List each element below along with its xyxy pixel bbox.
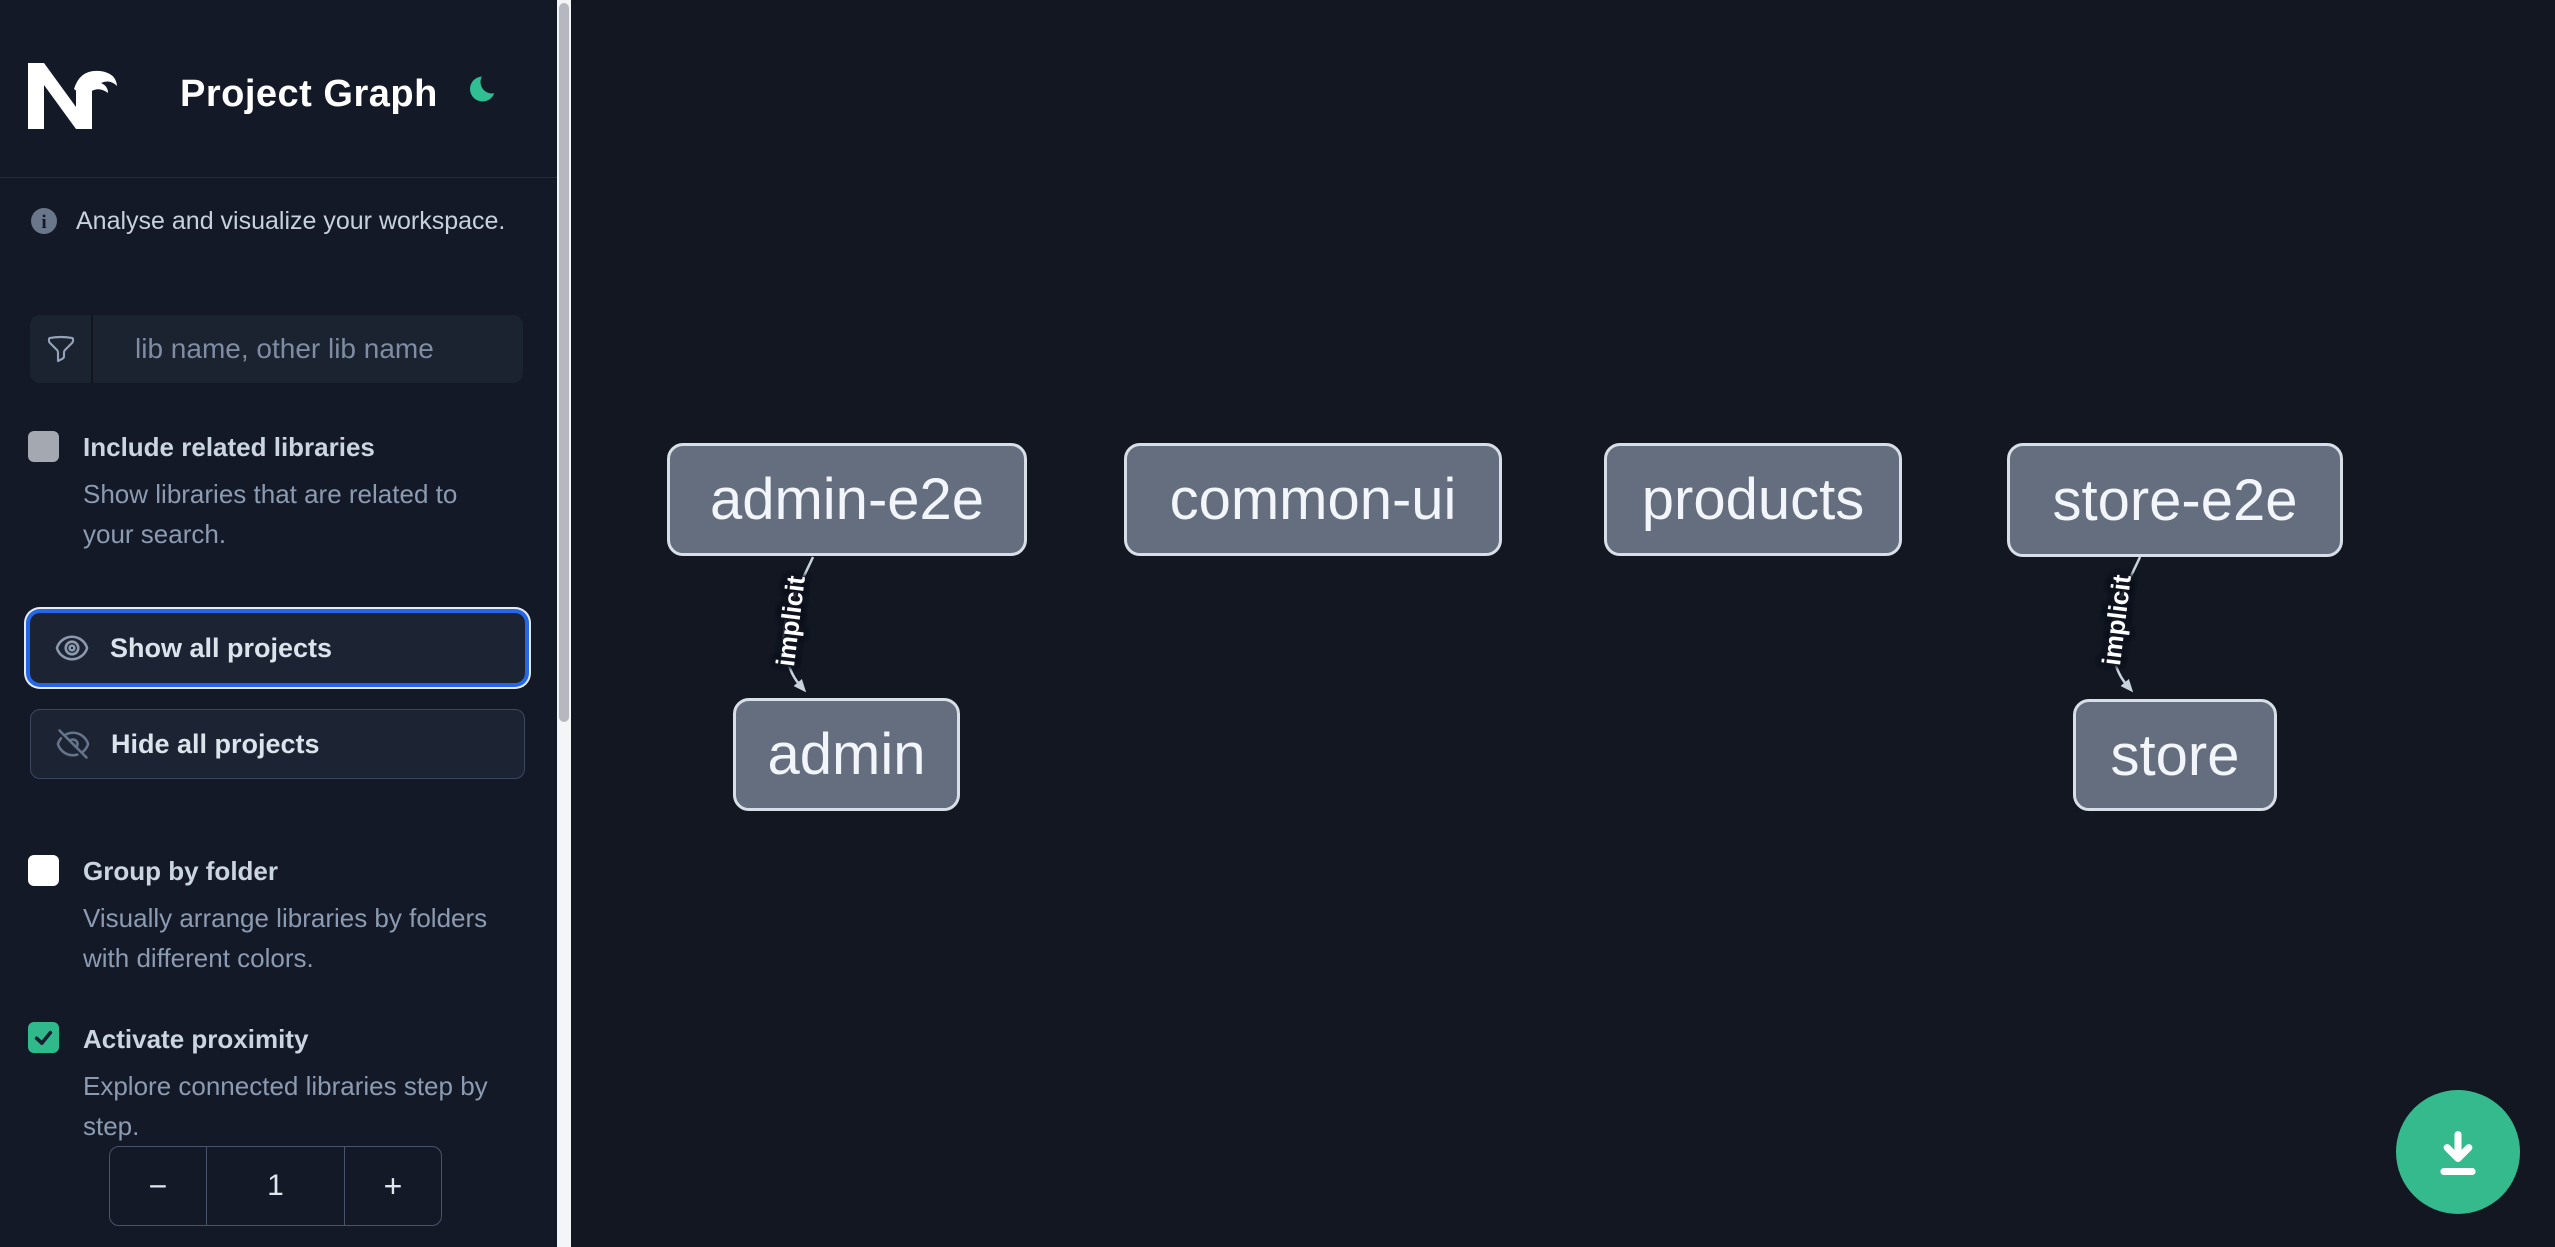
page-title: Project Graph [180, 73, 438, 115]
activate-proximity-label: Activate proximity [83, 1024, 309, 1054]
header-divider [0, 177, 557, 178]
edge-admin-e2e-to-admin [782, 556, 815, 693]
decrement-button[interactable]: − [110, 1147, 206, 1225]
project-node-store[interactable]: store [2073, 699, 2277, 811]
hide-all-projects-button[interactable]: Hide all projects [30, 709, 525, 779]
dependency-edges [782, 556, 2142, 693]
svg-text:i: i [41, 212, 46, 233]
activate-proximity-checkbox[interactable] [28, 1022, 59, 1053]
project-node-common-ui[interactable]: common-ui [1124, 443, 1502, 556]
download-image-button[interactable] [2396, 1090, 2520, 1214]
eye-slash-icon [55, 726, 91, 762]
eye-icon [54, 630, 90, 666]
proximity-depth-value: 1 [206, 1147, 345, 1225]
project-node-products[interactable]: products [1604, 443, 1902, 556]
group-by-folder-label: Group by folder [83, 856, 278, 886]
sidebar-scrollbar-thumb[interactable] [559, 3, 569, 722]
project-node-store-e2e[interactable]: store-e2e [2007, 443, 2343, 557]
filter-search-box [30, 315, 523, 383]
project-node-admin-e2e[interactable]: admin-e2e [667, 443, 1027, 556]
activate-proximity-description: Explore connected libraries step by step… [83, 1071, 488, 1141]
include-related-checkbox[interactable] [28, 431, 59, 462]
sidebar: Project Graph i Analyse and visualize yo… [0, 0, 557, 1247]
project-graph-canvas[interactable]: implicit implicit admin-e2e common-ui pr… [571, 0, 2555, 1247]
show-all-projects-label: Show all projects [110, 632, 333, 663]
group-by-folder-description: Visually arrange libraries by folders wi… [83, 903, 488, 973]
search-input[interactable] [93, 315, 523, 383]
hide-all-projects-label: Hide all projects [111, 728, 320, 759]
group-by-folder-checkbox[interactable] [28, 855, 59, 886]
project-node-admin[interactable]: admin [733, 698, 960, 811]
increment-button[interactable]: + [345, 1147, 441, 1225]
edge-store-e2e-to-store [2109, 556, 2142, 693]
download-icon [2440, 1131, 2476, 1176]
nx-logo [28, 63, 117, 129]
funnel-icon [30, 315, 93, 383]
theme-toggle-button[interactable] [466, 71, 504, 109]
info-icon: i [31, 208, 57, 234]
include-related-label: Include related libraries [83, 432, 375, 462]
proximity-depth-stepper: − 1 + [109, 1146, 442, 1226]
show-all-projects-button[interactable]: Show all projects [30, 613, 525, 683]
moon-icon [470, 76, 495, 102]
workspace-info-text: Analyse and visualize your workspace. [76, 207, 506, 235]
check-icon [34, 1030, 53, 1045]
include-related-description: Show libraries that are related to your … [83, 479, 458, 549]
